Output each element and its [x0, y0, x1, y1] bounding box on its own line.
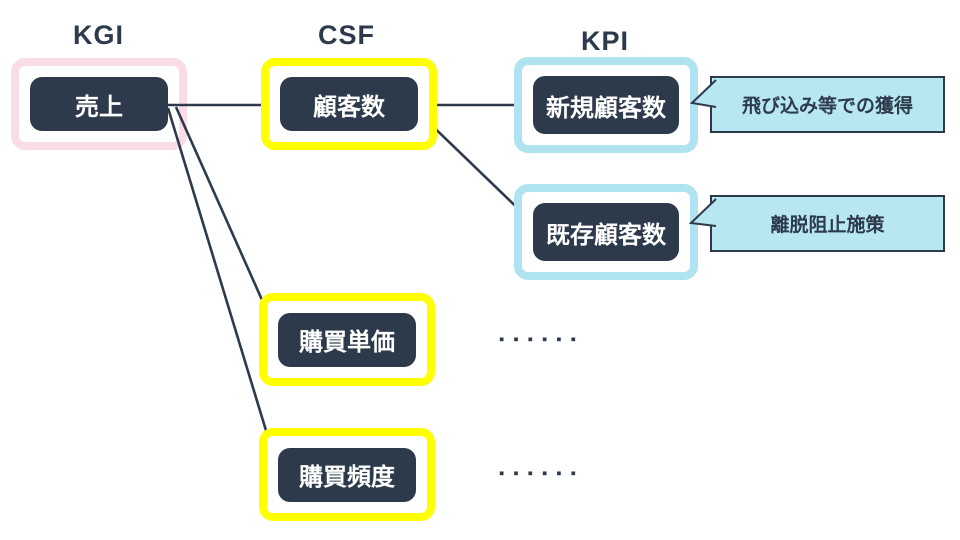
ellipsis-unit-price: ▪▪▪▪▪▪ [499, 331, 585, 348]
ellipsis-frequency: ▪▪▪▪▪▪ [499, 465, 585, 482]
node-frequency-box: 購買頻度 [278, 447, 416, 502]
node-sales-box: 売上 [30, 77, 168, 131]
callout-new-customers: 飛び込み等での獲得 [710, 76, 945, 133]
callout-existing-customers: 離脱阻止施策 [710, 195, 945, 252]
callout-existing-customers-text: 離脱阻止施策 [770, 215, 885, 236]
column-header-kpi: KPI [581, 26, 630, 56]
column-header-kgi: KGI [73, 20, 125, 50]
node-frequency-label: 購買頻度 [299, 464, 395, 491]
node-new-customers-box: 新規顧客数 [533, 76, 679, 134]
node-unit-price: 購買単価 [259, 293, 435, 386]
node-customers-box: 顧客数 [280, 77, 418, 131]
node-sales: 売上 [11, 58, 187, 150]
node-new-customers-label: 新規顧客数 [546, 94, 666, 122]
node-existing-customers: 既存顧客数 [514, 184, 698, 280]
column-header-csf: CSF [318, 20, 375, 50]
node-new-customers: 新規顧客数 [514, 57, 698, 153]
node-frequency: 購買頻度 [259, 428, 435, 521]
node-unit-price-box: 購買単価 [278, 312, 416, 367]
node-customers-label: 顧客数 [313, 93, 385, 121]
callout-new-customers-text: 飛び込み等での獲得 [741, 96, 913, 117]
node-existing-customers-label: 既存顧客数 [546, 221, 666, 249]
node-customers: 顧客数 [261, 58, 437, 150]
node-existing-customers-box: 既存顧客数 [533, 203, 679, 261]
node-unit-price-label: 購買単価 [299, 329, 395, 356]
node-sales-label: 売上 [75, 93, 123, 121]
